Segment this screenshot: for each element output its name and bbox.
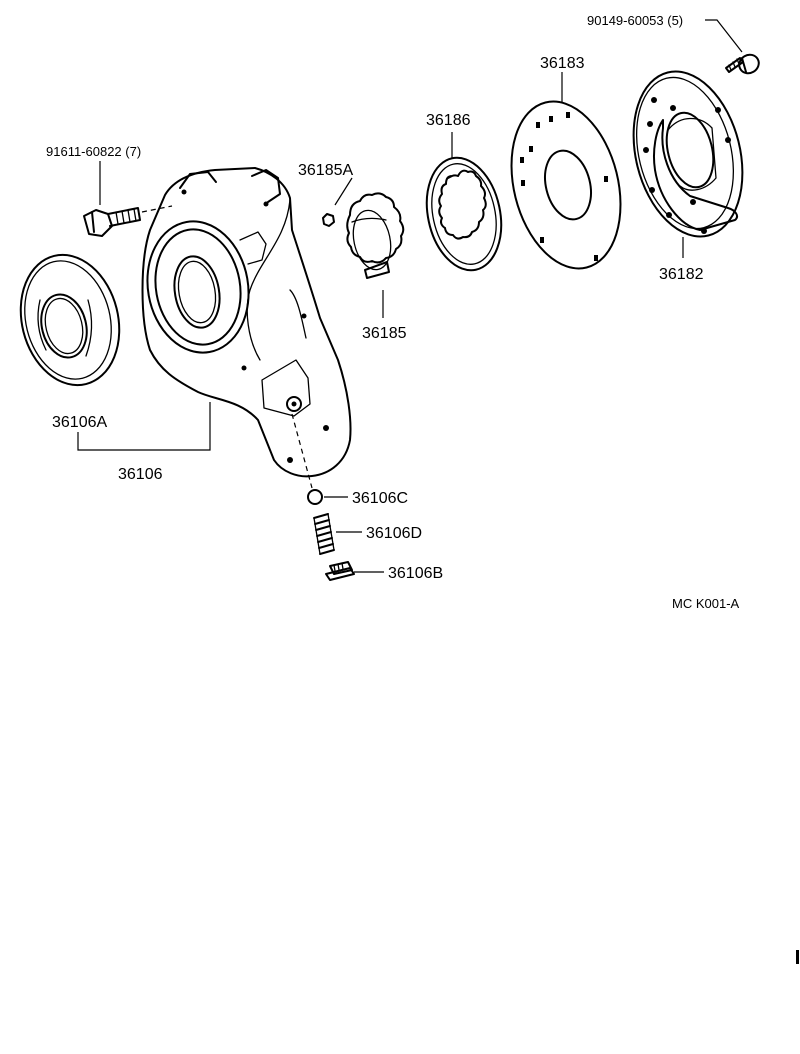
label-36183: 36183 — [540, 55, 585, 72]
oil-seal-36106A[interactable] — [7, 244, 132, 395]
inner-rotor-36185[interactable] — [346, 192, 405, 279]
plate-36182[interactable] — [617, 60, 759, 248]
bolt-90149-60053[interactable] — [725, 51, 762, 77]
plate-36183[interactable] — [495, 90, 637, 280]
label-36106A: 36106A — [52, 414, 107, 431]
leader-90149 — [705, 19, 743, 53]
label-36106: 36106 — [118, 466, 163, 483]
plug-36106B[interactable] — [325, 561, 355, 581]
bracket-36106-36106A — [77, 402, 211, 451]
edge-mark — [796, 950, 799, 964]
bolt-91611-60822[interactable] — [83, 207, 141, 237]
label-36185A: 36185A — [298, 162, 353, 179]
label-91611-60822: 91611-60822 (7) — [46, 144, 141, 159]
outer-rotor-36186[interactable] — [417, 151, 511, 277]
pin-36185A[interactable] — [322, 213, 335, 227]
label-36106C: 36106C — [352, 490, 408, 507]
label-90149-60053: 90149-60053 (5) — [587, 13, 683, 28]
label-36182: 36182 — [659, 266, 704, 283]
spring-36106D[interactable] — [313, 513, 335, 555]
ball-36106C[interactable] — [307, 489, 323, 505]
diagram-code: MC K001-A — [672, 596, 740, 611]
pump-housing-36106[interactable] — [137, 167, 352, 478]
bolt-axis-dash — [141, 205, 173, 213]
label-36106D: 36106D — [366, 525, 422, 542]
label-36106B: 36106B — [388, 565, 443, 582]
leader-36185A — [334, 177, 353, 206]
label-36185: 36185 — [362, 325, 407, 342]
label-36186: 36186 — [426, 112, 471, 129]
relief-valve-axis — [291, 413, 313, 489]
